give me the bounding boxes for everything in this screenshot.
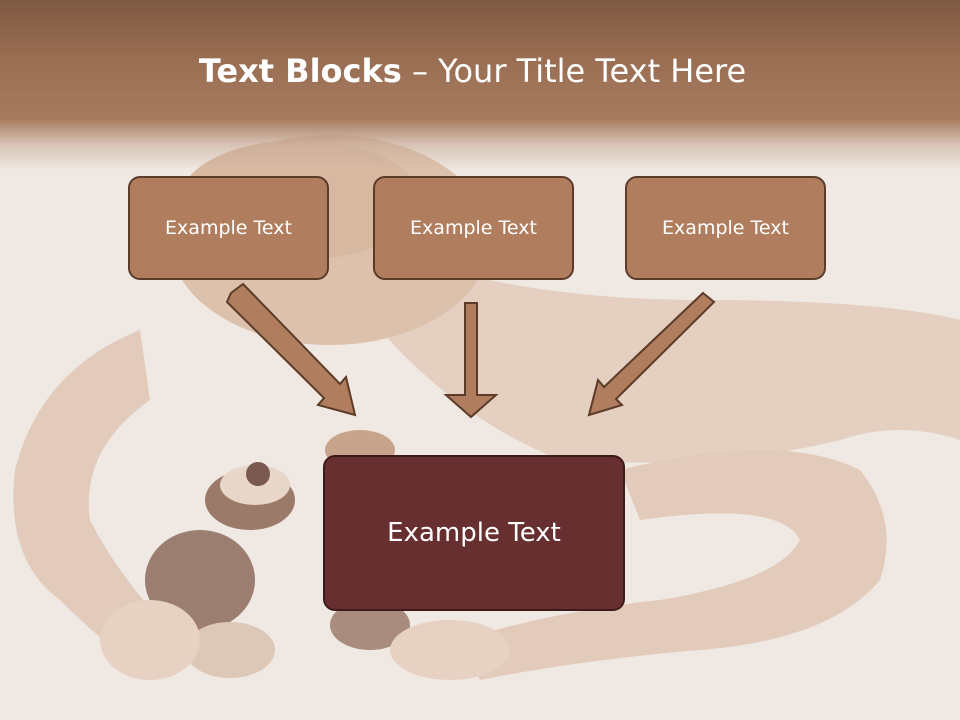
text-box-3[interactable]: Example Text [625, 176, 826, 280]
header-band [0, 0, 960, 170]
text-box-3-label: Example Text [662, 217, 789, 239]
title-rest: Your Title Text Here [438, 52, 747, 90]
arrow-center [443, 302, 499, 419]
arrow-right [587, 291, 716, 417]
title-bold: Text Blocks [198, 52, 402, 90]
text-box-1[interactable]: Example Text [128, 176, 329, 280]
main-text-box[interactable]: Example Text [323, 455, 625, 611]
main-text-box-label: Example Text [387, 518, 561, 548]
text-box-1-label: Example Text [165, 217, 292, 239]
title-dash: – [401, 52, 439, 90]
arrow-left [225, 282, 357, 417]
text-box-2-label: Example Text [410, 217, 537, 239]
text-box-2[interactable]: Example Text [373, 176, 574, 280]
page-title: Text Blocks – Your Title Text Here [0, 52, 945, 90]
